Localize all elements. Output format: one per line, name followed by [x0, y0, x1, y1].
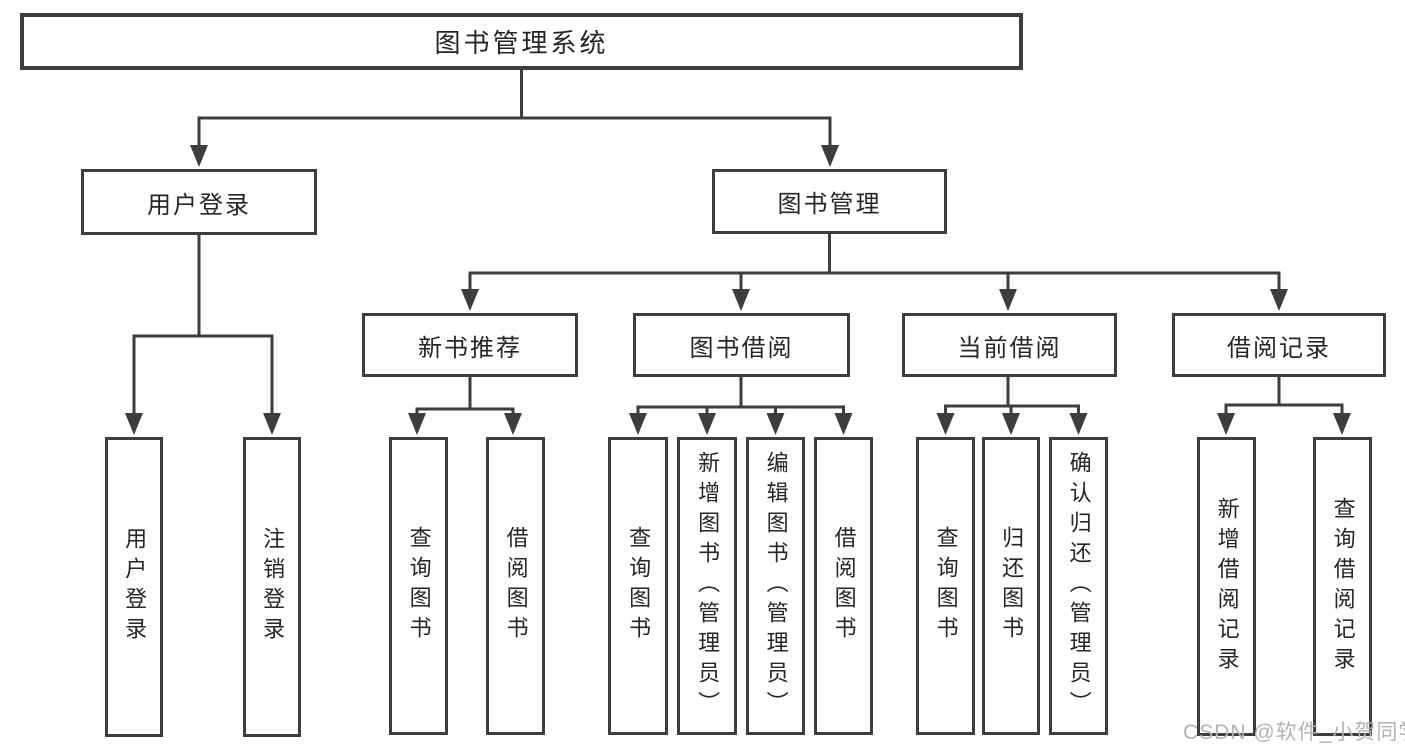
node-library-system-label: 图书管理系统	[434, 28, 609, 58]
leaf-recommend-borrow-books: 借阅图书	[486, 437, 545, 735]
node-book-management-group-label: 图书管理	[777, 191, 882, 218]
leaf-record-add-borrow-record: 新增借阅记录	[1197, 437, 1256, 736]
arrowheads	[125, 145, 1351, 435]
leaf-record-add-borrow-record-label: 新增借阅记录	[1214, 496, 1240, 677]
leaf-user-login-label: 用户登录	[122, 527, 148, 647]
leaf-borrow-edit-books-admin-label: 编辑图书（管理员）	[763, 451, 789, 721]
leaf-current-query-books: 查询图书	[916, 437, 975, 735]
leaf-user-login: 用户登录	[105, 437, 163, 737]
leaf-recommend-query-books: 查询图书	[389, 437, 448, 735]
leaf-borrow-add-books-admin-label: 新增图书（管理员）	[695, 451, 721, 721]
leaf-record-query-borrow-record-label: 查询借阅记录	[1330, 496, 1356, 677]
leaf-current-confirm-return-admin: 确认归还（管理员）	[1049, 437, 1108, 735]
leaf-record-query-borrow-record: 查询借阅记录	[1313, 437, 1372, 736]
csdn-watermark: CSDN @软件_小贺同学	[1183, 721, 1405, 744]
leaf-borrow-query-books-label: 查询图书	[626, 526, 652, 646]
leaf-logout-label: 注销登录	[260, 527, 286, 647]
node-borrow-record-label: 借阅记录	[1227, 334, 1331, 362]
node-new-book-recommend-label: 新书推荐	[418, 334, 522, 362]
leaf-current-return-books-label: 归还图书	[999, 526, 1025, 646]
leaf-borrow-query-books: 查询图书	[608, 437, 668, 735]
leaf-recommend-borrow-books-label: 借阅图书	[503, 526, 529, 646]
leaf-borrow-borrow-books: 借阅图书	[814, 437, 873, 735]
node-new-book-recommend: 新书推荐	[362, 313, 578, 377]
node-book-borrow: 图书借阅	[633, 313, 850, 377]
node-book-management-group: 图书管理	[712, 169, 947, 234]
node-current-borrow: 当前借阅	[902, 313, 1117, 377]
node-library-system: 图书管理系统	[20, 13, 1023, 70]
leaf-current-query-books-label: 查询图书	[933, 526, 959, 646]
leaf-logout: 注销登录	[243, 437, 301, 737]
node-user-login-group-label: 用户登录	[147, 191, 251, 219]
leaf-borrow-add-books-admin: 新增图书（管理员）	[677, 437, 737, 735]
leaf-current-confirm-return-admin-label: 确认归还（管理员）	[1066, 451, 1092, 721]
edge-segments	[132, 68, 1344, 417]
node-current-borrow-label: 当前借阅	[957, 334, 1062, 362]
node-book-borrow-label: 图书借阅	[689, 334, 794, 362]
leaf-current-return-books: 归还图书	[982, 437, 1040, 735]
leaf-recommend-query-books-label: 查询图书	[406, 526, 432, 646]
leaf-borrow-borrow-books-label: 借阅图书	[831, 526, 857, 646]
node-borrow-record: 借阅记录	[1172, 313, 1386, 377]
node-user-login-group: 用户登录	[81, 169, 317, 235]
leaf-borrow-edit-books-admin: 编辑图书（管理员）	[746, 437, 805, 735]
